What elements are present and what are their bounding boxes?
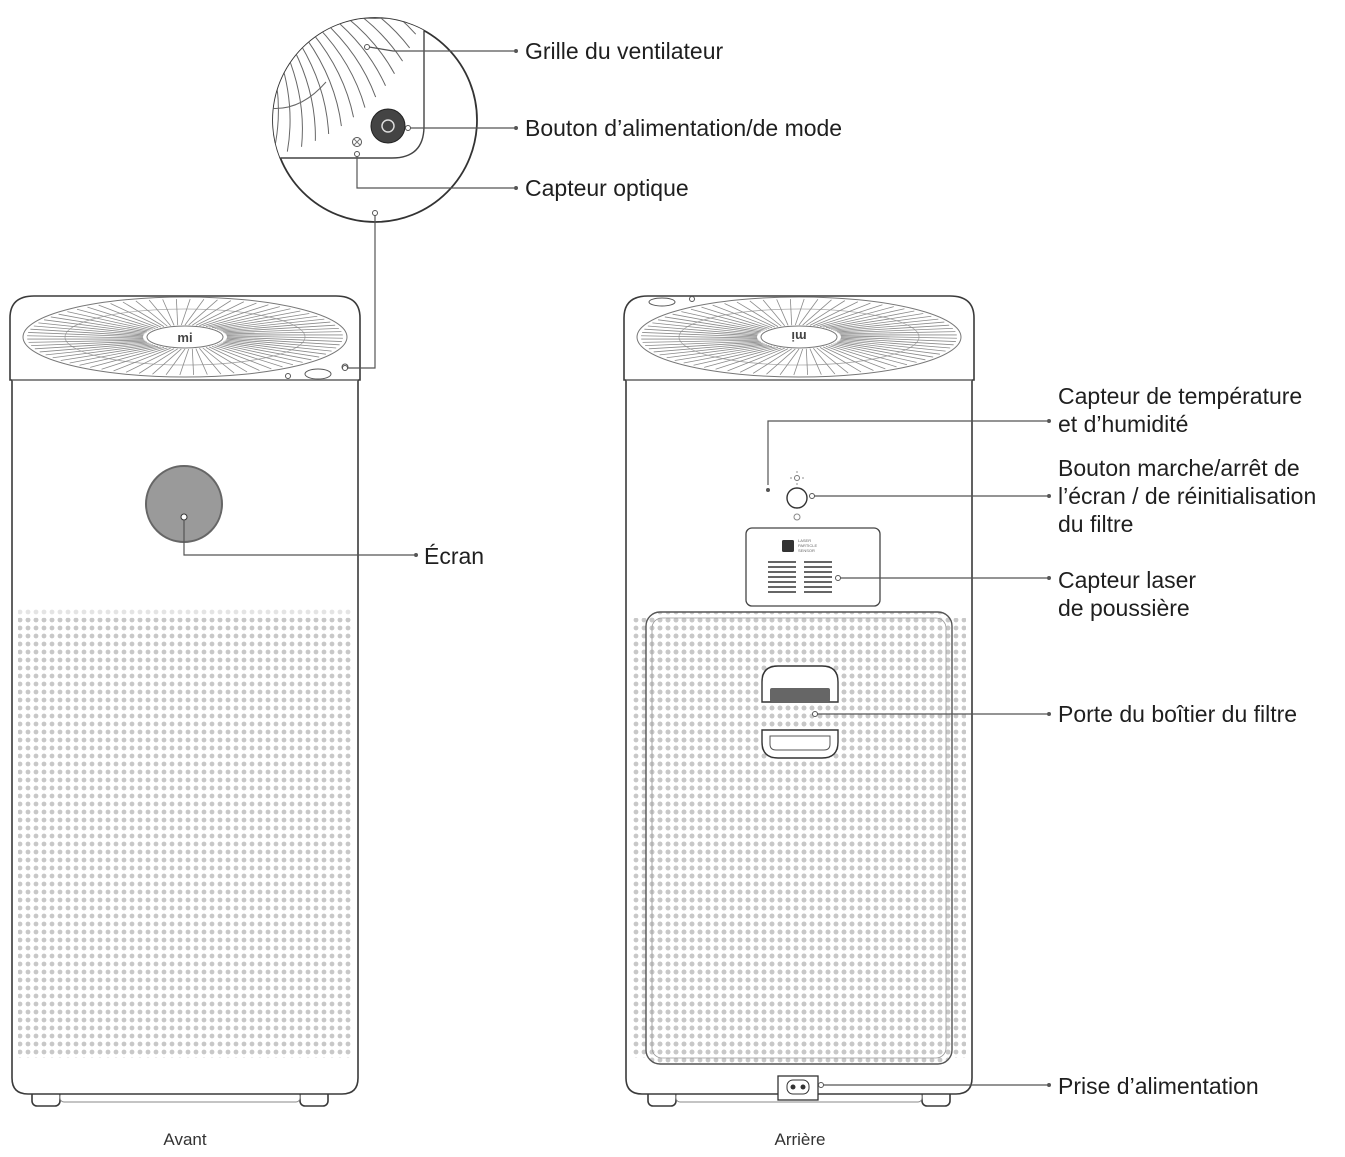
label-temp-humidity-2: et d’humidité [1058, 411, 1188, 437]
temp-humidity-sensor [766, 488, 770, 492]
back-logo: mi [791, 329, 806, 344]
back-fan-grille: mi [636, 296, 962, 378]
label-optical-sensor: Capteur optique [525, 175, 689, 201]
laser-badge-line1: LASER [798, 538, 811, 543]
back-unit: mi LASER PARTICLE SENSOR [623, 295, 975, 1107]
label-grille: Grille du ventilateur [525, 38, 723, 64]
label-temp-humidity-1: Capteur de température [1058, 383, 1302, 409]
filter-door-handle [761, 665, 839, 759]
front-mesh [18, 618, 352, 1058]
label-display-reset-1: Bouton marche/arrêt de [1058, 455, 1300, 481]
screen-leader [183, 520, 418, 557]
zoom-leaders [354, 44, 518, 190]
power-icon [793, 513, 801, 521]
label-laser-sensor-2: de poussière [1058, 595, 1190, 621]
front-logo: mi [177, 330, 192, 345]
back-leaders [767, 419, 1051, 1088]
laser-badge-line2: PARTICLE [798, 543, 818, 548]
label-laser-sensor-1: Capteur laser [1058, 567, 1196, 593]
label-display-reset-2: l’écran / de réinitialisation [1058, 483, 1316, 509]
power-socket [777, 1075, 819, 1101]
display-reset-button [786, 487, 808, 509]
label-power-socket: Prise d’alimentation [1058, 1073, 1259, 1099]
front-fan-grille: mi [22, 296, 348, 378]
label-display-reset-3: du filtre [1058, 511, 1133, 537]
laser-sensor-plate: LASER PARTICLE SENSOR [745, 527, 881, 607]
zoom-detail [272, 17, 478, 371]
laser-badge-line3: SENSOR [798, 548, 815, 553]
label-screen: Écran [424, 543, 484, 569]
filter-door-panel [645, 611, 953, 1065]
label-power-mode-button: Bouton d’alimentation/de mode [525, 115, 842, 141]
label-filter-door: Porte du boîtier du filtre [1058, 701, 1297, 727]
front-unit: mi [9, 295, 361, 1107]
caption-front: Avant [163, 1130, 206, 1149]
caption-back: Arrière [774, 1130, 825, 1149]
sun-icon [790, 471, 804, 485]
zoom-power-button [370, 108, 406, 144]
